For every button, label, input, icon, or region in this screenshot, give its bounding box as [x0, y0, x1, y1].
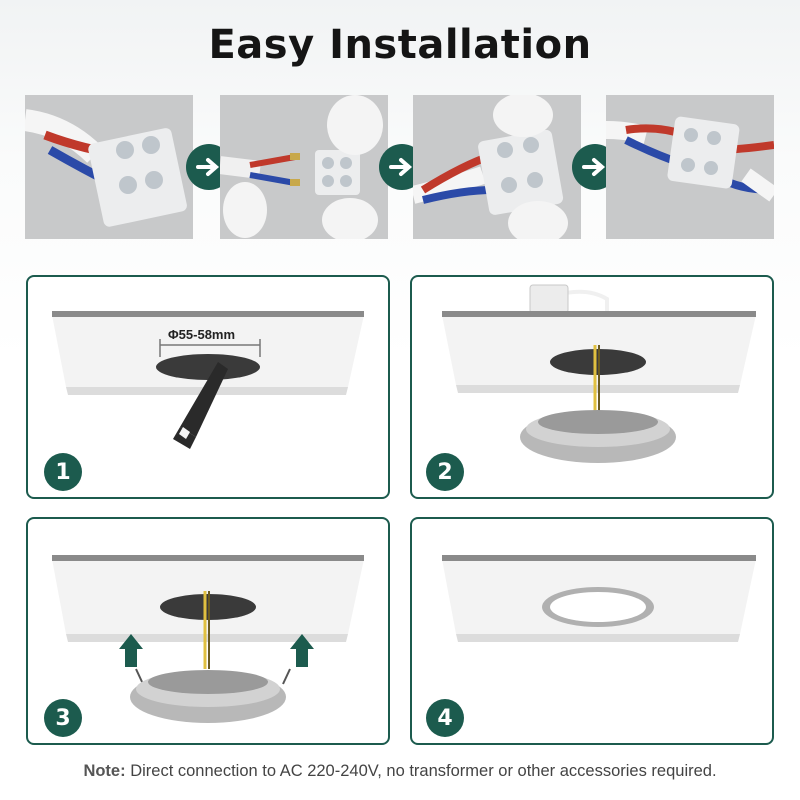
wiring-photo-3 [413, 95, 581, 239]
installation-note: Note: Direct connection to AC 220-240V, … [0, 762, 800, 781]
note-text: Direct connection to AC 220-240V, no tra… [125, 762, 717, 780]
wiring-photo-1 [25, 95, 193, 239]
hole-diameter-label: Φ55-58mm [168, 327, 236, 342]
step-panel-2: 2 [410, 275, 774, 499]
step-number-badge: 1 [44, 453, 82, 491]
wiring-photo-4 [606, 95, 774, 239]
page-title: Easy Installation [208, 22, 592, 68]
note-label: Note: [83, 762, 126, 780]
step-number-badge: 3 [44, 699, 82, 737]
step-number-badge: 4 [426, 699, 464, 737]
step-panel-4: 4 [410, 517, 774, 745]
step-panel-1: Φ55-58mm 1 [26, 275, 390, 499]
wiring-photo-2 [220, 95, 388, 239]
step-number-badge: 2 [426, 453, 464, 491]
step-panel-3: 3 [26, 517, 390, 745]
